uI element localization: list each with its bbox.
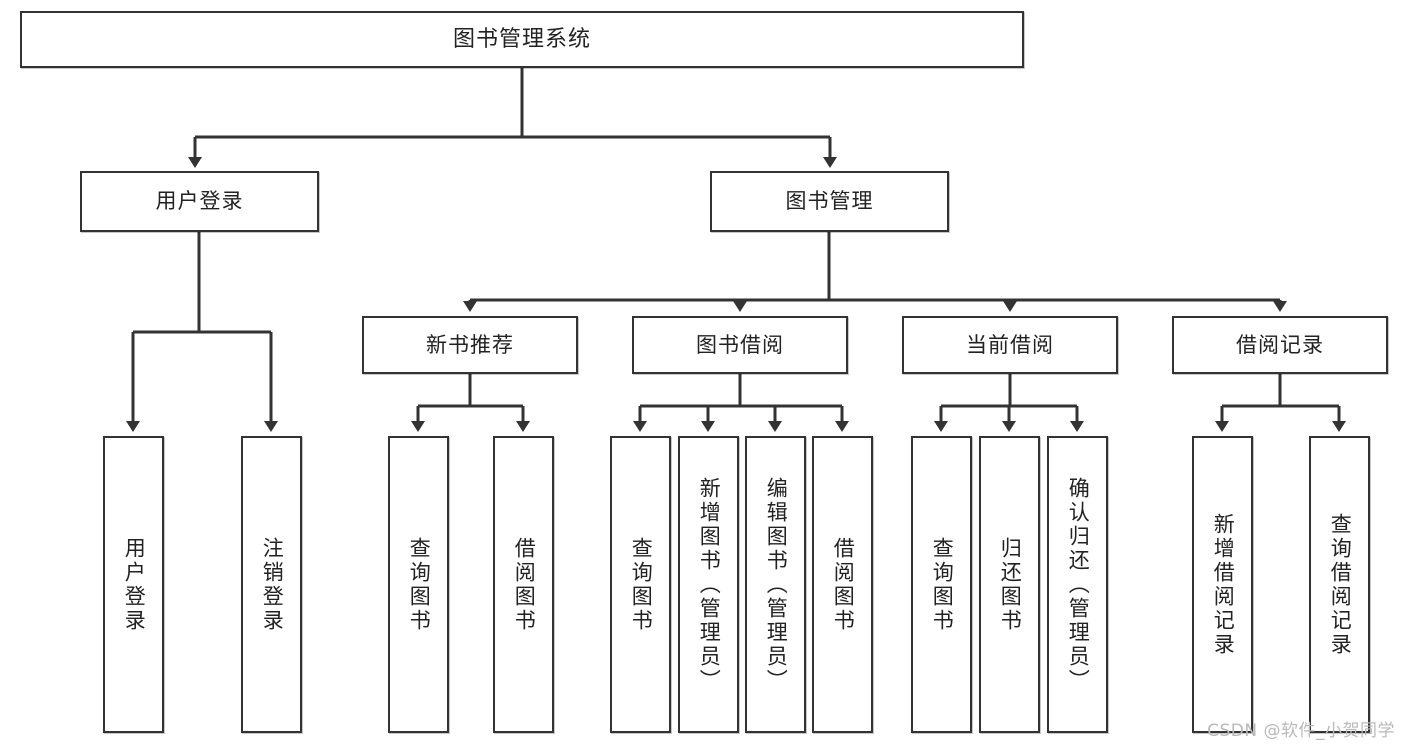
node-borrow-record[interactable]: 借阅记录 (1172, 316, 1388, 374)
node-label: 新书推荐 (426, 332, 514, 357)
leaf-user-login-login[interactable]: 用户登录 (103, 436, 164, 733)
node-label: 新增借阅记录 (1211, 512, 1236, 657)
node-label: 新增图书（管理员） (697, 476, 722, 693)
leaf-new-book-borrow[interactable]: 借阅图书 (493, 436, 554, 733)
node-label: 查询图书 (629, 536, 654, 633)
leaf-borrow-record-add[interactable]: 新增借阅记录 (1192, 436, 1253, 733)
node-label: 用户登录 (155, 189, 244, 214)
node-label: 归还图书 (998, 536, 1023, 633)
node-label: 借阅图书 (512, 536, 537, 633)
node-label: 图书管理系统 (452, 26, 591, 52)
leaf-book-borrow-add[interactable]: 新增图书（管理员） (678, 436, 739, 733)
watermark: CSDN @软件_小贺同学 (1207, 721, 1395, 741)
node-user-login[interactable]: 用户登录 (80, 171, 319, 232)
node-label: 查询图书 (407, 536, 432, 633)
node-label: 图书借阅 (696, 332, 784, 357)
node-book-borrow[interactable]: 图书借阅 (632, 316, 848, 374)
leaf-book-borrow-query[interactable]: 查询图书 (610, 436, 671, 733)
node-label: 查询图书 (930, 536, 955, 633)
node-label: 借阅图书 (831, 536, 856, 633)
leaf-current-borrow-query[interactable]: 查询图书 (911, 436, 972, 733)
node-label: 注销登录 (260, 536, 285, 633)
node-current-borrow[interactable]: 当前借阅 (902, 316, 1118, 374)
node-book-management[interactable]: 图书管理 (710, 171, 949, 232)
leaf-new-book-query[interactable]: 查询图书 (388, 436, 449, 733)
node-label: 当前借阅 (966, 332, 1054, 357)
leaf-current-borrow-confirm[interactable]: 确认归还（管理员） (1047, 436, 1108, 733)
node-label: 图书管理 (785, 189, 874, 214)
leaf-borrow-record-query[interactable]: 查询借阅记录 (1309, 436, 1370, 733)
leaf-user-login-logout[interactable]: 注销登录 (241, 436, 302, 733)
node-root-system[interactable]: 图书管理系统 (20, 11, 1024, 68)
node-label: 编辑图书（管理员） (764, 476, 789, 693)
leaf-book-borrow-borrow[interactable]: 借阅图书 (812, 436, 873, 733)
node-label: 用户登录 (122, 536, 147, 633)
leaf-current-borrow-return[interactable]: 归还图书 (979, 436, 1040, 733)
leaf-book-borrow-edit[interactable]: 编辑图书（管理员） (745, 436, 806, 733)
node-label: 确认归还（管理员） (1066, 476, 1091, 693)
node-label: 借阅记录 (1236, 332, 1324, 357)
node-label: 查询借阅记录 (1328, 512, 1353, 657)
node-new-book-recommend[interactable]: 新书推荐 (362, 316, 578, 374)
